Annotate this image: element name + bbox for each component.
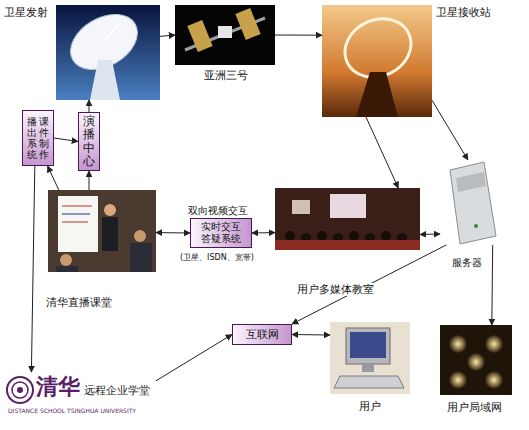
server-node: 服务器 [440,160,502,245]
classroom-node: 清华直播课堂 [48,190,156,272]
connector [156,335,232,381]
connector [275,35,322,36]
caption: 用户多媒体教室 [296,283,375,296]
university-emblem [7,377,33,403]
studio-box: 演播中心 [78,112,100,171]
user-photo [330,322,410,394]
logo-node: 清华远程企业学堂 DISTANCE SCHOOL TSINGHUA UNIVERS… [4,372,156,416]
internet-box: 互联网 [232,324,292,345]
box-label: 播出系统 [27,116,37,160]
connector [31,166,34,372]
dish-photo [56,3,160,100]
lan-node: 用户局域网 [440,325,512,395]
system-box: 课件制作播出系统 [22,110,54,166]
connector [292,334,330,336]
satellite-node: 亚洲三号 [175,5,275,65]
connector [160,35,175,36]
connector [366,117,398,188]
connector [89,171,90,190]
connector [54,138,78,142]
box-label: 互联网 [246,327,279,342]
box-label: 实时交互答疑系统 [200,221,242,245]
caption: 用户局域网 [447,401,502,414]
classroom-photo [48,190,156,272]
box-label: 演播中心 [83,115,95,168]
caption: DISTANCE SCHOOL TSINGHUA UNIVERSITY [8,407,136,414]
connector [89,100,90,112]
connector [156,232,190,233]
caption: 清华 [36,373,80,399]
box-label: 课件制作 [39,116,49,160]
caption: 用户 [359,400,381,413]
multimedia-node: 用户多媒体教室 [275,188,420,250]
lan-photo [440,325,512,395]
connector [252,232,275,233]
receiver-photo [322,5,432,117]
receiver-node: 卫星接收站 [322,5,432,117]
caption: 亚洲三号 [204,69,248,82]
caption: 远程企业学堂 [84,384,150,397]
connector [491,245,493,325]
satellite-photo [175,5,275,65]
user-node: 用户 [330,322,410,394]
dish-node: 卫星发射 [56,5,160,100]
caption: 服务器 [452,257,482,269]
caption: 卫星发射 [4,6,48,19]
connector [420,233,440,235]
annotation: 双向视频交互 [188,204,248,218]
server-photo [450,162,496,244]
multimedia-classroom-photo [275,188,420,250]
caption: 卫星接收站 [436,6,491,19]
connector [292,245,446,324]
caption: 清华直播课堂 [46,296,112,309]
interaction-box: 实时交互答疑系统 [190,218,252,248]
connector [48,166,59,190]
connector [432,100,468,160]
annotation: (卫星、ISDN、宽带) [180,252,254,263]
